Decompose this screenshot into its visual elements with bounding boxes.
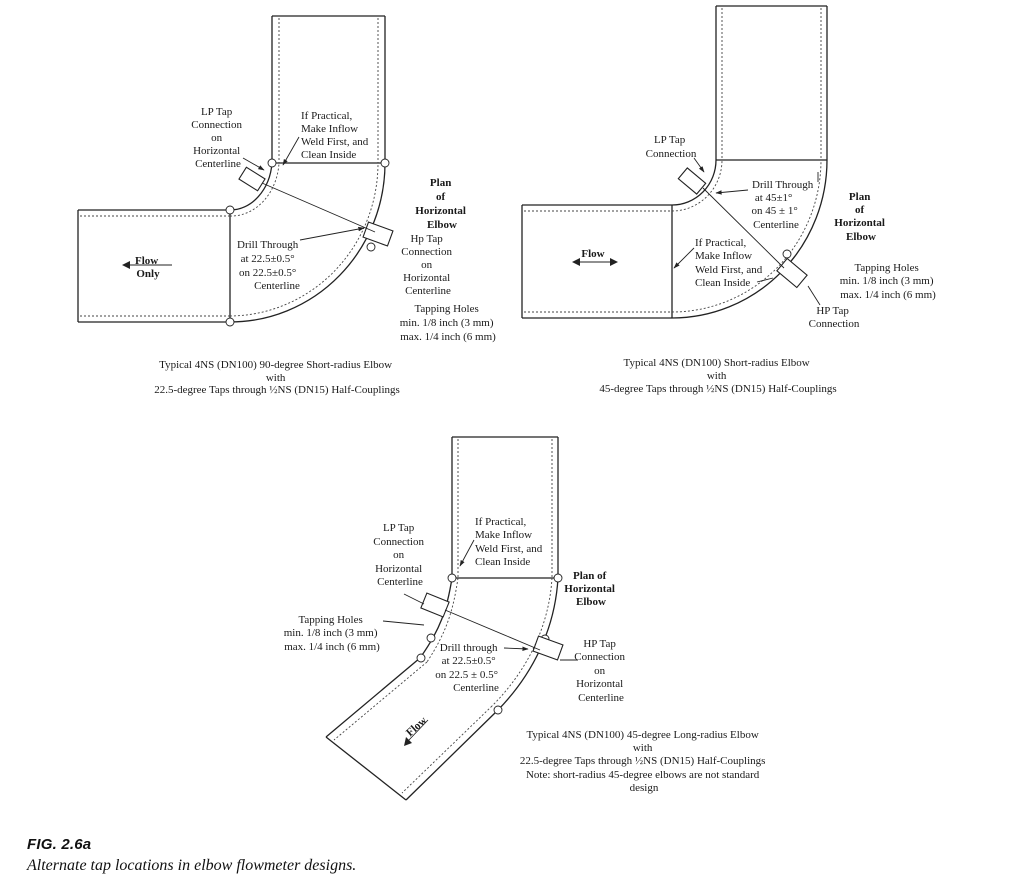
figure-number: FIG. 2.6a	[27, 836, 92, 853]
inlet-pipe	[521, 204, 673, 319]
tapping-holes-label: Tapping Holes min. 1/8 inch (3 mm) max. …	[400, 303, 497, 343]
drill-label: Drill through at 22.5±0.5° on 22.5 ± 0.5…	[435, 642, 500, 694]
tapping-holes-label: Tapping Holes min. 1/8 inch (3 mm) max. …	[284, 614, 381, 653]
flow-arrow	[572, 258, 618, 266]
lp-tap-label: LP Tap Connection on Horizontal Centerli…	[191, 106, 244, 170]
drill-line	[702, 187, 785, 269]
drill-line	[444, 609, 541, 651]
outlet-pipe	[451, 436, 559, 579]
inflow-weld-note: If Practical, Make Inflow Weld First, an…	[695, 237, 765, 289]
flow-label: Flow Only	[135, 255, 161, 280]
drill-label: Drill Through at 22.5±0.5° on 22.5±0.5° …	[237, 239, 301, 292]
elbow-body	[229, 162, 386, 323]
caption-a: Typical 4NS (DN100) 90-degree Short-radi…	[154, 359, 400, 396]
figure-title: Alternate tap locations in elbow flowmet…	[27, 857, 357, 874]
flow-arrow	[122, 261, 172, 269]
lp-tap-label: LP Tap Connection	[646, 134, 697, 160]
hp-tap-label: HP Tap Connection	[809, 305, 860, 330]
outlet-pipe	[715, 5, 828, 161]
weld-marks	[225, 158, 390, 327]
inlet-pipe	[77, 209, 231, 323]
drill-label: Drill Through at 45±1° on 45 ± 1° Center…	[752, 179, 816, 231]
flow-arrow	[404, 719, 429, 746]
plan-label: Plan of Horizontal Elbow	[564, 570, 617, 608]
inflow-weld-note: If Practical, Make Inflow Weld First, an…	[301, 110, 371, 161]
inlet-pipe	[325, 657, 499, 801]
plan-label: Plan of Horizontal Elbow	[834, 191, 887, 243]
inflow-weld-note: If Practical, Make Inflow Weld First, an…	[475, 516, 545, 568]
flow-label: Flow	[404, 714, 429, 738]
tapping-holes-label: Tapping Holes min. 1/8 inch (3 mm) max. …	[840, 262, 937, 301]
flow-label: Flow	[581, 248, 604, 260]
drill-line	[261, 182, 376, 233]
hp-tap-label: Hp Tap Connection on Horizontal Centerli…	[401, 233, 454, 297]
plan-label: Plan of Horizontal Elbow	[415, 177, 468, 231]
lp-tap-coupling	[677, 167, 707, 195]
lp-tap-label: LP Tap Connection on Horizontal Centerli…	[373, 522, 426, 588]
hp-tap-coupling	[532, 635, 564, 661]
lp-tap-coupling	[238, 166, 266, 192]
figure-caption: FIG. 2.6a Alternate tap locations in elb…	[27, 836, 356, 875]
diagram-45-degree-elbow: LP Tap Connection on Horizontal Centerli…	[284, 436, 768, 801]
caption-b: Typical 4NS (DN100) Short-radius Elbow w…	[599, 357, 836, 395]
hp-tap-coupling	[776, 257, 808, 289]
caption-c: Typical 4NS (DN100) 45-degree Long-radiu…	[520, 729, 768, 794]
hp-tap-label: HP Tap Connection on Horizontal Centerli…	[574, 638, 627, 704]
diagram-90-degree-elbow: LP Tap Connection on Horizontal Centerli…	[77, 15, 497, 396]
hp-tap-coupling	[362, 221, 394, 247]
outlet-pipe	[271, 15, 386, 164]
lp-tap-coupling	[420, 592, 450, 618]
diagram-short-radius-elbow: LP Tap Connection Drill Through at 45±1°…	[521, 5, 937, 395]
